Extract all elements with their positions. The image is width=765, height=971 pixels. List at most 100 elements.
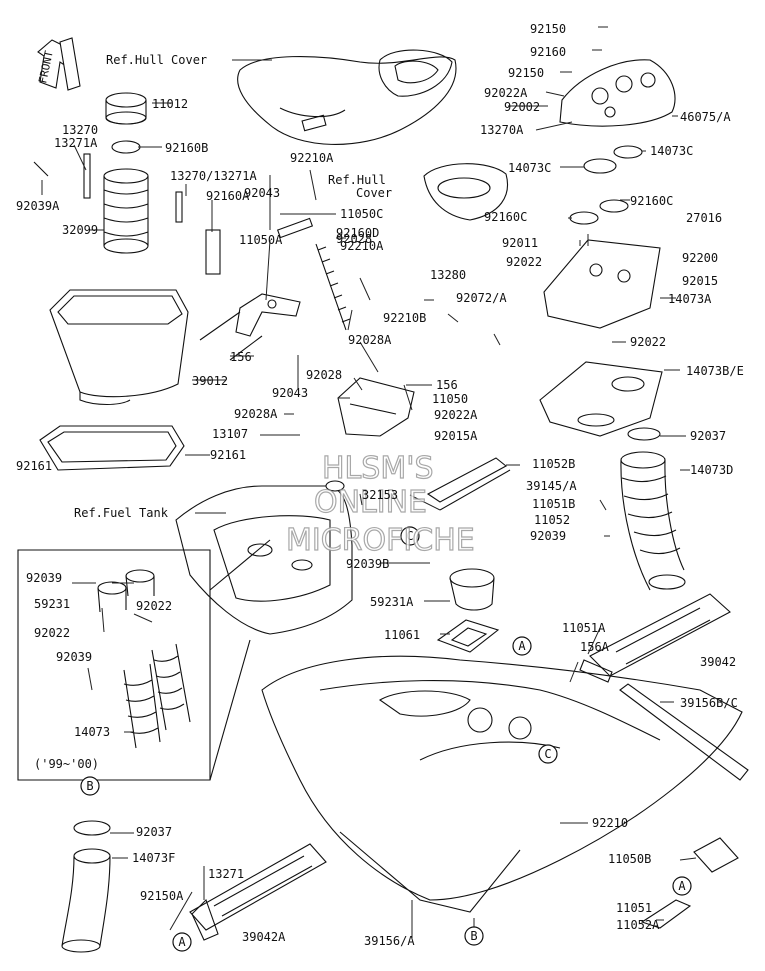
part-label: 13270 [62,123,98,137]
part-label: 92160B [165,141,208,155]
part-label: 11051 [616,901,652,915]
part-label: 92028 [336,232,372,246]
part-label: 32153 [362,488,398,502]
part-label: 14073D [690,463,733,477]
part-label: 39145/A [526,479,577,493]
part-label: 92039 [56,650,92,664]
part-label: Ref.Fuel Tank [74,506,169,520]
part-label: 13107 [212,427,248,441]
rail-11052b [426,457,511,511]
part-label: 92160D [336,226,379,240]
part-label: 11050 [432,392,468,406]
callout-circle: A [172,932,192,952]
callout-circle: C [538,744,558,764]
mat-39042a [189,843,327,931]
callout-letter: A [678,879,686,893]
watermark-line-2: ONLINE [314,485,427,520]
part-label: 14073F [132,851,175,865]
part-label: 92043 [272,386,308,400]
part-label: 92160C [630,194,673,208]
small-strips [33,153,221,275]
callout-letter: C [406,529,413,543]
part-label: Ref.Hull [328,173,386,187]
part-label: 92210 [592,816,628,830]
callout-letter: A [178,935,186,949]
part-label: 92022A [434,408,478,422]
part-label: 39156B/C [680,696,738,710]
part-label: 156 [230,350,252,364]
storage-bin-39012 [49,289,189,406]
watermark-line-3: MICROFICHE [286,523,475,558]
callout-letter: B [470,929,477,943]
part-label: 14073B/E [686,364,744,378]
strip-39156bc [619,683,749,781]
callout-circle: A [512,636,532,656]
part-label: 13280 [430,268,466,282]
part-label: 92039B [346,557,389,571]
hull-cover-mid [423,163,508,221]
part-label: 92022 [630,335,666,349]
callout-circle: A [672,876,692,896]
part-label: 92028A [234,407,278,421]
duct-59231a [449,568,495,611]
part-label: 156 [436,378,458,392]
part-label: 11061 [384,628,420,642]
duct-14073d [620,451,686,591]
gasket-11061 [436,619,500,653]
part-label: 27016 [686,211,722,225]
part-label: 92039 [26,571,62,585]
spring-92160d [315,243,351,331]
callout-circle: B [464,926,484,946]
part-label: 92011 [502,236,538,250]
part-label: ('99~'00) [34,757,99,771]
storage-cap-11012 [105,92,147,125]
part-label: Cover [356,186,392,200]
part-label: 46075/A [680,110,731,124]
callout-circles: C A C A B B A [80,526,692,952]
part-label: 39012 [192,374,228,388]
part-label: 92015 [682,274,718,288]
part-label: 92150A [140,889,184,903]
seat-latch-11050 [337,377,415,437]
part-label: 92150 [508,66,544,80]
air-box-14073be [539,361,663,437]
part-label: 92015A [434,429,478,443]
callout-letter: C [544,747,551,761]
callout-letter: B [86,779,93,793]
rings-14073c [569,145,643,225]
part-label: 92022A [484,86,528,100]
part-label: 92210A [340,239,384,253]
part-label: 92028A [348,333,392,347]
part-label: 92039 [530,529,566,543]
bellows-14073f [61,820,111,953]
part-label: 39042 [700,655,736,669]
part-label: 92160C [484,210,527,224]
clamp-92037 [627,427,661,441]
part-label: 39156/A [364,934,415,948]
leader-lines [41,26,697,938]
part-label: 92037 [136,825,172,839]
part-label: 156A [580,640,610,654]
part-label: 11052B [532,457,575,471]
inset-variant-box [17,539,271,781]
brackets-11050b-11051 [191,659,739,941]
bellows-32099 [103,168,149,254]
part-label: 11050C [340,207,383,221]
part-label: 92043 [244,186,280,200]
part-label: 13271A [54,136,98,150]
part-label: 92022 [34,626,70,640]
part-label: 59231 [34,597,70,611]
console-46075 [559,59,676,127]
part-label: 14073C [650,144,693,158]
part-label: 92037 [690,429,726,443]
part-label: 11052 [534,513,570,527]
part-label: 92150 [530,22,566,36]
part-label: 92028 [306,368,342,382]
part-label: 92022 [136,599,172,613]
part-label: 11012 [152,97,188,111]
part-label: 13271 [208,867,244,881]
part-label: 14073C [508,161,551,175]
part-label: 14073 [74,725,110,739]
part-label: 11050A [239,233,283,247]
